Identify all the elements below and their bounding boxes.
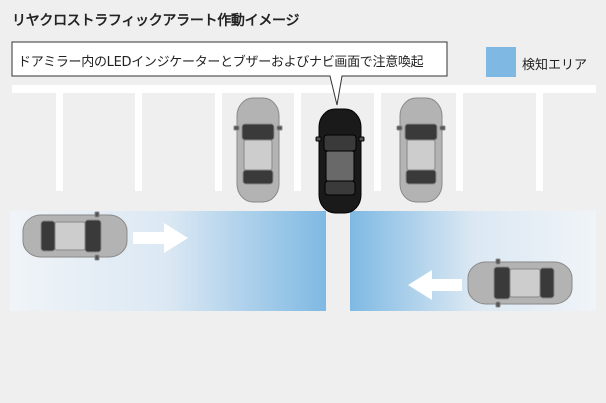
parked-car-icon: [233, 97, 283, 203]
own-car-icon: [315, 108, 365, 214]
arrow-right-icon: [133, 223, 188, 253]
parked-car-icon: [396, 97, 446, 203]
approaching-car-right-icon: [467, 258, 573, 308]
legend-swatch: [486, 47, 516, 77]
approaching-car-left-icon: [22, 211, 128, 261]
callout-bubble: [11, 41, 448, 106]
arrow-left-icon: [408, 270, 462, 300]
callout-text: ドアミラー内のLEDインジケーターとブザーおよびナビ画面で注意喚起: [18, 55, 424, 70]
parking-lines: [12, 85, 596, 191]
page-title: リヤクロストラフィックアラート作動イメージ: [12, 13, 300, 29]
legend-label: 検知エリア: [522, 58, 588, 73]
